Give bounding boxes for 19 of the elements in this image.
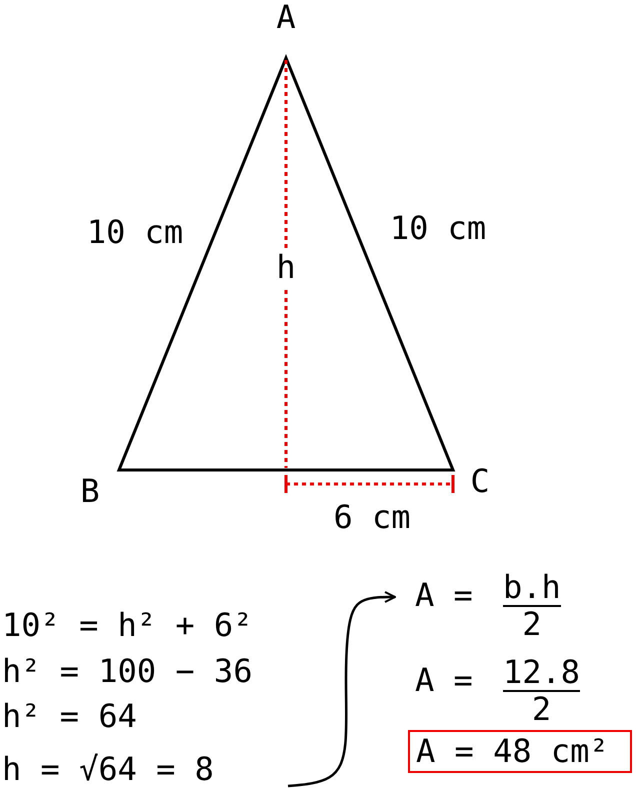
formula-text: A =: [415, 578, 473, 614]
vertex-label: C: [470, 464, 490, 500]
equation-line: h = √64 = 8: [2, 752, 214, 788]
fraction-denominator: 2: [522, 607, 542, 642]
equation-line: h² = 100 − 36: [2, 654, 252, 690]
dimension-label: 6 cm: [333, 500, 411, 536]
equation-line: h² = 64: [2, 699, 137, 734]
equation-line: 10² = h² + 6²: [2, 608, 252, 644]
curved-arrow: [288, 591, 396, 788]
vertex-label: B: [80, 474, 100, 510]
fraction-numerator: 12.8: [503, 655, 580, 692]
side-length-label: 10 cm: [86, 215, 184, 251]
height-label: h: [276, 250, 296, 286]
fraction-numerator: b.h: [503, 570, 561, 608]
fraction-denominator: 2: [532, 692, 552, 728]
vertex-label: A: [276, 0, 296, 36]
side-length-label: 10 cm: [390, 211, 486, 247]
formula-text: A =: [415, 663, 473, 698]
answer-box: A = 48 cm²: [408, 730, 632, 773]
